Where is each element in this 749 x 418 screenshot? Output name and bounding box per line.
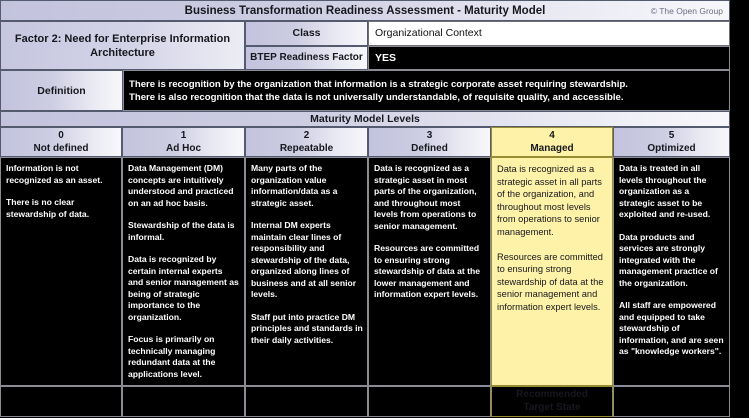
btep-readiness-value: YES	[368, 45, 730, 70]
level-description-1: Data Management (DM) concepts are intuit…	[122, 157, 245, 386]
factor-title: Factor 2: Need for Enterprise Informatio…	[0, 21, 245, 70]
level-number: 3	[426, 130, 433, 141]
level-paragraph: Staff put into practice DM principles an…	[251, 311, 363, 345]
level-footer-empty-1	[122, 386, 245, 417]
maturity-model-sheet: Business Transformation Readiness Assess…	[0, 0, 730, 418]
level-footer-empty-5	[613, 386, 730, 417]
level-description-2: Many parts of the organization value inf…	[245, 157, 368, 386]
level-paragraph: Data products and services are strongly …	[619, 231, 718, 288]
level-number: 4	[549, 130, 555, 141]
maturity-levels-band: Maturity Model Levels	[0, 111, 730, 127]
level-number: 1	[180, 130, 187, 141]
level-number: 5	[668, 130, 675, 141]
level-paragraph: Data is recognized as a strategic asset …	[497, 164, 602, 237]
level-paragraph: There is no clear stewardship of data.	[6, 197, 90, 219]
level-name: Defined	[411, 143, 448, 154]
level-paragraph: Internal DM experts maintain clear lines…	[251, 220, 357, 299]
level-paragraph: Data is recognized by certain internal e…	[128, 254, 239, 322]
level-paragraph: Many parts of the organization value inf…	[251, 163, 338, 208]
level-description-4: Data is recognized as a strategic asset …	[491, 157, 613, 386]
class-label: Class	[245, 21, 368, 46]
level-name: Not defined	[33, 143, 89, 154]
level-header-1[interactable]: 1 Ad Hoc	[122, 127, 245, 157]
definition-line-1: There is recognition by the organization…	[129, 78, 628, 90]
level-description-5: Data is treated in all levels throughout…	[613, 157, 730, 386]
level-name: Ad Hoc	[166, 143, 201, 154]
definition-row: Definition There is recognition by the o…	[0, 70, 730, 111]
class-row: Class Organizational Context	[245, 21, 730, 46]
level-number: 2	[303, 130, 310, 141]
page-title-bar: Business Transformation Readiness Assess…	[0, 0, 730, 21]
level-number: 0	[58, 130, 64, 141]
level-paragraph: Resources are committed to ensuring stro…	[374, 243, 481, 299]
target-state-line-1: Recommended	[516, 389, 588, 400]
level-paragraph: Data Management (DM) concepts are intuit…	[128, 163, 234, 208]
btep-row: BTEP Readiness Factor YES	[245, 45, 730, 70]
level-paragraph: Focus is primarily on technically managi…	[128, 334, 216, 379]
level-paragraph: All staff are empowered and equipped to …	[619, 300, 724, 356]
definition-label: Definition	[0, 70, 123, 111]
level-paragraph: Resources are committed to ensuring stro…	[497, 251, 604, 312]
level-footer-empty-2	[245, 386, 368, 417]
level-footer-empty-0	[0, 386, 122, 417]
level-description-3: Data is recognized as a strategic asset …	[368, 157, 491, 386]
level-body-row: Information is not recognized as an asse…	[0, 157, 730, 386]
level-name: Repeatable	[279, 143, 334, 154]
copyright-notice: © The Open Group	[650, 5, 723, 16]
definition-text: There is recognition by the organization…	[123, 70, 730, 111]
level-paragraph: Information is not recognized as an asse…	[6, 163, 103, 185]
definition-line-2: There is also recognition that the data …	[129, 91, 624, 103]
btep-readiness-label: BTEP Readiness Factor	[245, 45, 368, 70]
level-paragraph: Stewardship of the data is informal.	[128, 220, 235, 242]
class-btep-block: Class Organizational Context BTEP Readin…	[245, 21, 730, 70]
target-state-line-2: Target State	[523, 401, 581, 413]
class-value: Organizational Context	[368, 21, 730, 46]
page-title: Business Transformation Readiness Assess…	[184, 4, 546, 17]
level-paragraph: Data is treated in all levels throughout…	[619, 163, 711, 219]
level-description-0: Information is not recognized as an asse…	[0, 157, 122, 386]
level-footer-empty-3	[368, 386, 491, 417]
factor-header-row: Factor 2: Need for Enterprise Informatio…	[0, 21, 730, 70]
level-name: Optimized	[647, 143, 696, 154]
level-name: Managed	[530, 143, 574, 154]
level-paragraph: Data is recognized as a strategic asset …	[374, 163, 477, 231]
